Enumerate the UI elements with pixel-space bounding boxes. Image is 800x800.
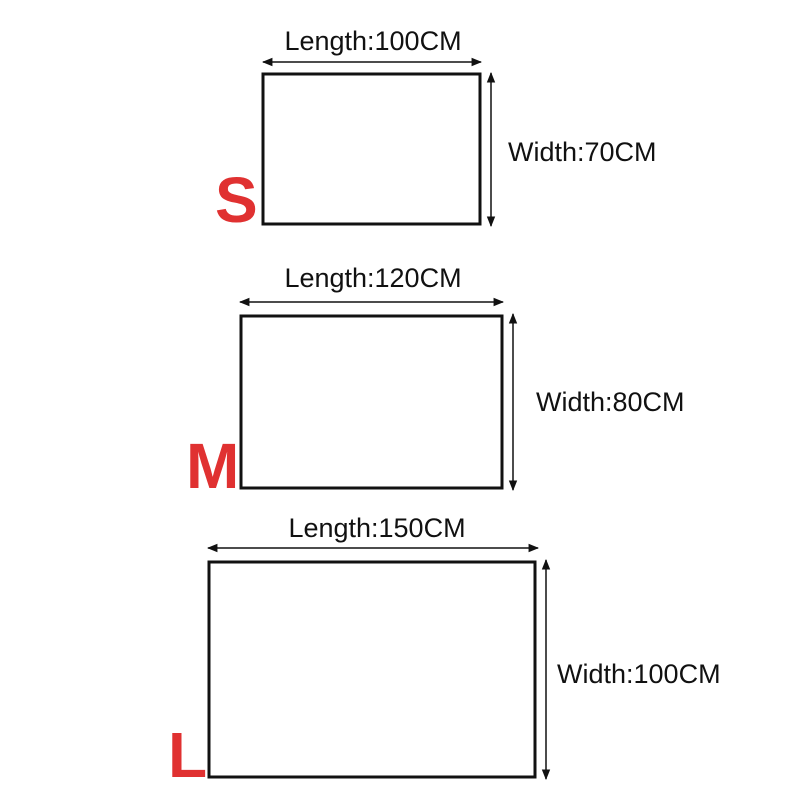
size-s-width-label: Width:70CM bbox=[508, 137, 657, 167]
size-l-length-label: Length:150CM bbox=[288, 513, 465, 543]
size-l-rectangle bbox=[207, 560, 537, 779]
size-s-letter: S bbox=[215, 164, 258, 236]
size-m-letter: M bbox=[186, 430, 239, 502]
size-l-letter: L bbox=[168, 719, 207, 791]
size-m-length-label: Length:120CM bbox=[284, 263, 461, 293]
size-s-rectangle bbox=[261, 72, 482, 226]
size-l-group: Length:150CM Width:100CM L bbox=[168, 513, 721, 791]
size-m-width-label: Width:80CM bbox=[536, 387, 685, 417]
size-m-group: Length:120CM Width:80CM M bbox=[186, 263, 685, 502]
size-s-group: Length:100CM Width:70CM S bbox=[215, 26, 657, 236]
size-m-rectangle bbox=[239, 314, 504, 490]
size-l-width-label: Width:100CM bbox=[557, 659, 721, 689]
size-s-length-label: Length:100CM bbox=[284, 26, 461, 56]
